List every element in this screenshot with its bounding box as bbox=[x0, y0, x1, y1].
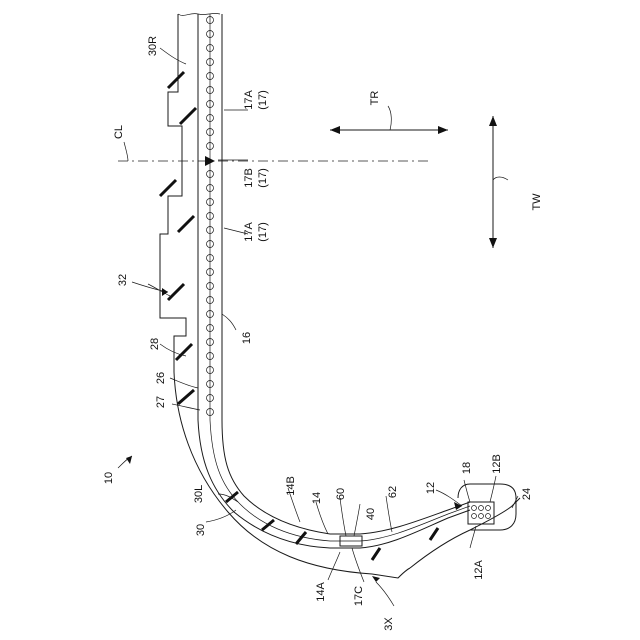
label-17b-sub: (17) bbox=[257, 168, 269, 188]
label-24: 24 bbox=[521, 488, 533, 500]
label-14: 14 bbox=[311, 492, 323, 504]
label-12: 12 bbox=[425, 482, 437, 494]
label-27: 27 bbox=[155, 396, 167, 408]
label-17a-top: 17A bbox=[243, 90, 255, 110]
tire-radial-arrow bbox=[330, 126, 448, 134]
label-17b: 17B bbox=[243, 168, 255, 188]
label-tr: TR bbox=[369, 91, 381, 106]
bead-wire bbox=[472, 506, 477, 511]
label-3x: 3X bbox=[383, 617, 395, 631]
tread-top-edge bbox=[178, 13, 220, 15]
label-17c: 17C bbox=[353, 586, 365, 606]
label-26: 26 bbox=[155, 372, 167, 384]
bead-wire bbox=[472, 514, 477, 519]
bead-wire bbox=[486, 514, 491, 519]
label-17a-mid: 17A bbox=[243, 222, 255, 242]
label-30: 30 bbox=[195, 524, 207, 536]
label-16: 16 bbox=[241, 332, 253, 344]
label-12b: 12B bbox=[491, 454, 503, 474]
reference-labels: 10 12 12A 12B 14 14A 14B 16 17A (17) 17B… bbox=[103, 36, 543, 631]
label-12a: 12A bbox=[473, 560, 485, 580]
label-10: 10 bbox=[103, 472, 115, 484]
label-40: 40 bbox=[365, 508, 377, 520]
bead-wire bbox=[479, 514, 484, 519]
label-60: 60 bbox=[335, 488, 347, 500]
label-62: 62 bbox=[387, 486, 399, 498]
carcass-ply-outer bbox=[198, 14, 470, 548]
label-tw: TW bbox=[531, 193, 543, 211]
bead-wire bbox=[486, 506, 491, 511]
arrowhead bbox=[372, 576, 380, 582]
label-32: 32 bbox=[117, 274, 129, 286]
label-17a-top-sub: (17) bbox=[257, 90, 269, 110]
label-cl: CL bbox=[113, 125, 125, 139]
label-30l: 30L bbox=[193, 485, 205, 503]
label-17a-mid-sub: (17) bbox=[257, 222, 269, 242]
label-28: 28 bbox=[149, 338, 161, 350]
leader-lines bbox=[118, 48, 518, 606]
sidewall-outer bbox=[410, 498, 520, 568]
bead-wire bbox=[479, 506, 484, 511]
label-18: 18 bbox=[461, 462, 473, 474]
label-14a: 14A bbox=[315, 582, 327, 602]
label-14b: 14B bbox=[285, 476, 297, 496]
tire-width-arrow bbox=[489, 116, 497, 248]
label-30r: 30R bbox=[147, 36, 159, 56]
